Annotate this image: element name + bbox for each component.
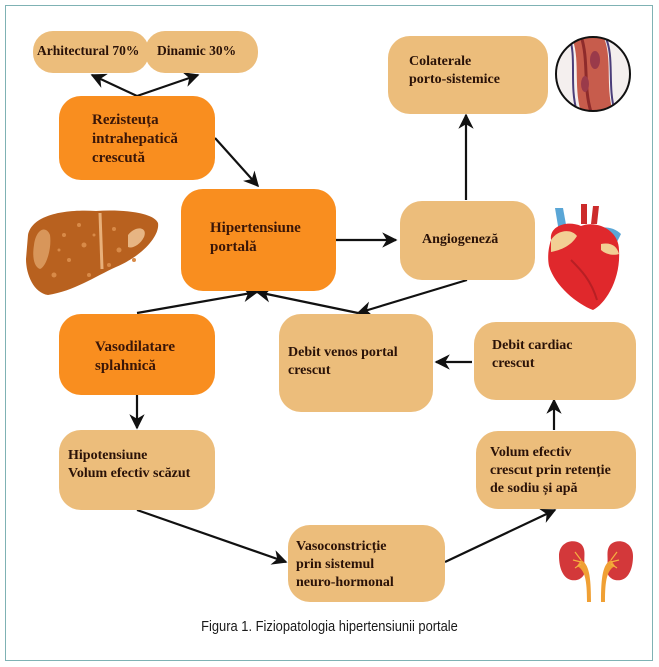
node-debit-cardiac-label: Debit cardiac crescut — [492, 338, 573, 371]
node-vasoconstrictie-label: Vasoconstricție prin sistemul neuro-horm… — [296, 539, 394, 590]
kidneys-illustration — [559, 541, 633, 602]
node-vasodilatare-label: Vasodilatare splahnică — [95, 339, 176, 374]
node-dinamic: Dinamic 30% — [145, 31, 258, 73]
node-angiogeneza-label: Angiogeneză — [422, 232, 499, 247]
node-rezistenta-label: Rezisteuța intrahepatică crescută — [92, 112, 178, 166]
node-hipertensiune-label: Hipertensiune portală — [210, 220, 301, 255]
node-arhitectural-label: Arhitectural 70% — [37, 43, 140, 58]
node-vasoconstrictie: Vasoconstricție prin sistemul neuro-horm… — [288, 525, 445, 602]
figure-caption: Figura 1. Fiziopatologia hipertensiunii … — [201, 618, 458, 635]
node-rezistenta: Rezisteuța intrahepatică crescută — [59, 96, 215, 180]
arrow-hipotensiune-vasoconstrictie — [136, 508, 288, 565]
arrow-vasodilatare-hipertensiune — [136, 286, 259, 315]
arrow-rezistenta-dinamic — [136, 72, 200, 98]
arrow-rezistenta-arhitectural — [90, 73, 138, 97]
node-angiogeneza: Angiogeneză — [400, 201, 535, 280]
node-arhitectural: Arhitectural 70% — [33, 31, 149, 73]
node-hipotensiune-label: Hipotensiune Volum efectiv scăzut — [68, 448, 191, 481]
node-debit-venos: Debit venos portal crescut — [279, 314, 433, 412]
node-vasodilatare: Vasodilatare splahnică — [59, 314, 215, 395]
node-dinamic-label: Dinamic 30% — [157, 43, 237, 58]
node-debit-cardiac: Debit cardiac crescut — [474, 322, 636, 400]
arrow-angiogeneza-debit-venos — [356, 278, 468, 317]
node-colaterale: Colaterale porto-sistemice — [388, 36, 548, 114]
node-hipotensiune: Hipotensiune Volum efectiv scăzut — [59, 430, 215, 510]
arrow-debit-venos-hipertensiune — [255, 287, 359, 315]
arrow-rezistenta-hipertensiune — [214, 137, 260, 188]
node-volum-crescut: Volum efectiv crescut prin retenție de s… — [476, 431, 636, 509]
node-colaterale-label: Colaterale porto-sistemice — [409, 54, 500, 87]
node-debit-venos-label: Debit venos portal crescut — [288, 345, 398, 378]
heart-illustration — [548, 204, 621, 310]
blood-vessel-illustration — [555, 36, 631, 112]
node-hipertensiune: Hipertensiune portală — [181, 189, 336, 291]
node-volum-crescut-label: Volum efectiv crescut prin retenție de s… — [490, 445, 611, 496]
liver-illustration — [26, 210, 159, 295]
arrow-vasoconstrictie-volum — [444, 508, 557, 563]
